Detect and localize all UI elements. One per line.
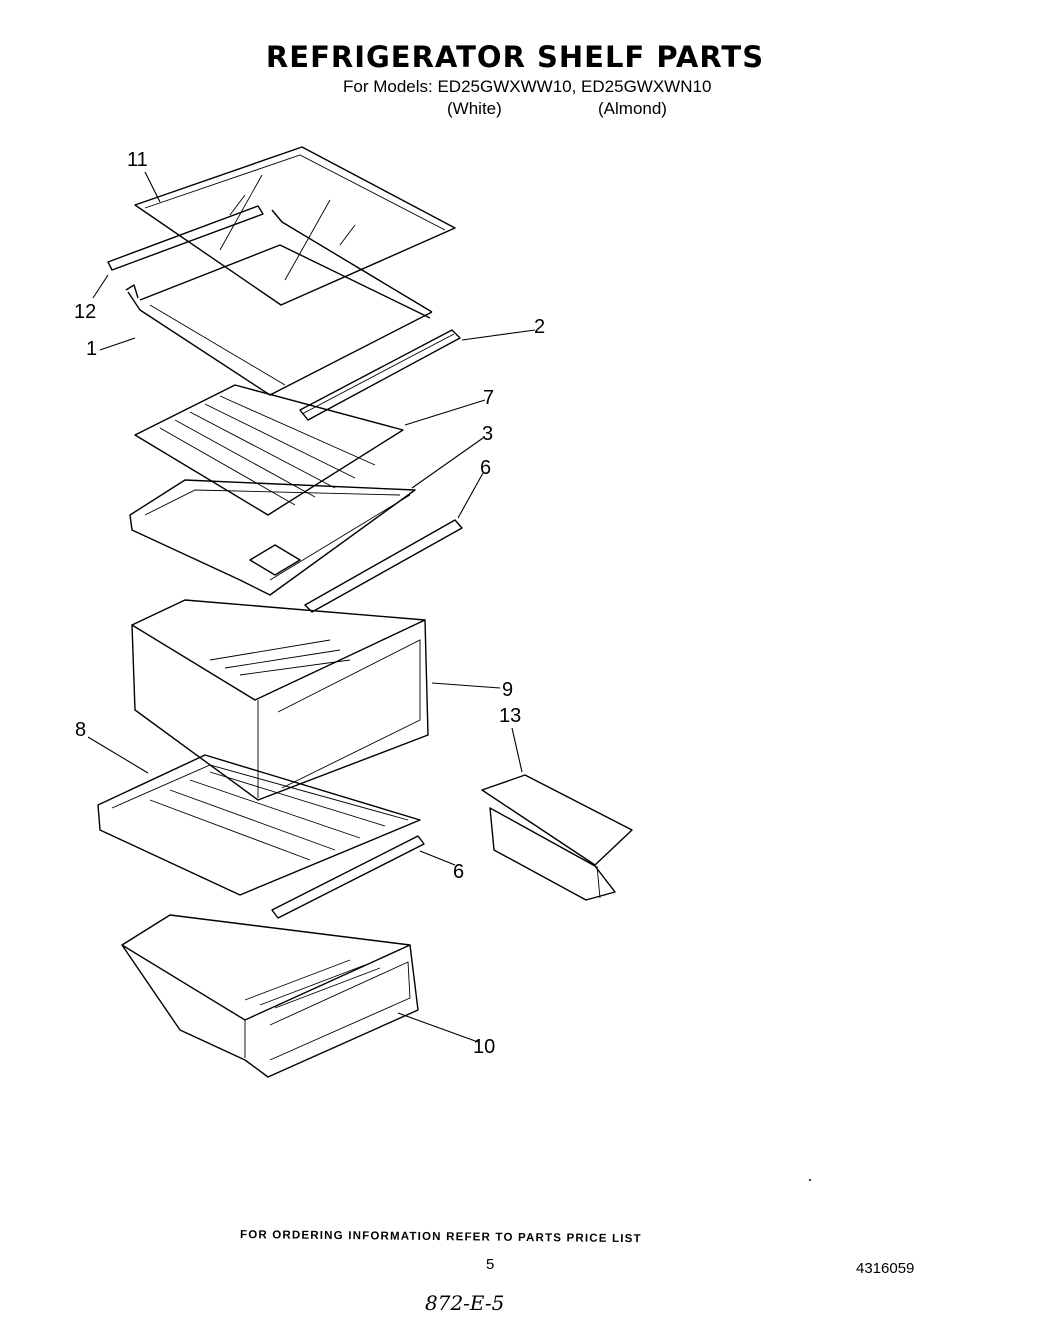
- part-13-small-bin: [481, 774, 633, 901]
- part-3-cover-frame: [129, 479, 416, 596]
- part-10-lower-drawer: [121, 914, 419, 1078]
- callout-8: 8: [75, 719, 86, 741]
- callout-12: 12: [74, 301, 96, 323]
- model-variant-white: (White): [447, 99, 502, 118]
- part-9-crisper-drawer: [131, 599, 429, 801]
- model-numbers: For Models: ED25GWXWW10, ED25GWXWN10: [343, 77, 712, 96]
- callout-3: 3: [482, 423, 493, 445]
- model-variant-almond: (Almond): [598, 99, 667, 118]
- callout-1: 1: [86, 338, 97, 360]
- callout-2: 2: [534, 316, 545, 338]
- callout-11: 11: [127, 149, 148, 171]
- leader-lines: [87, 171, 536, 1043]
- part-6-upper-rail: [304, 519, 463, 613]
- callout-6-upper: 6: [480, 457, 491, 479]
- part-8-lower-shelf: [97, 754, 421, 896]
- callout-6-lower: 6: [453, 861, 464, 883]
- page-title: REFRIGERATOR SHELF PARTS: [265, 40, 765, 74]
- part-11-glass-shelf: [134, 146, 456, 306]
- page-number: 5: [486, 1256, 495, 1273]
- part-12-front-trim: [107, 205, 264, 271]
- callout-13: 13: [499, 705, 521, 727]
- document-number: 4316059: [856, 1260, 915, 1277]
- callout-10: 10: [473, 1036, 495, 1058]
- scan-speck: [809, 1179, 811, 1181]
- handwritten-note: 872-E-5: [425, 1291, 505, 1315]
- callout-7: 7: [483, 387, 494, 409]
- part-1-shelf-frame: [125, 209, 433, 396]
- callout-9: 9: [502, 679, 513, 701]
- part-7-cover-insert: [134, 384, 404, 516]
- part-6-lower-rail: [271, 835, 425, 919]
- part-2-trim-strip: [299, 329, 461, 421]
- callout-numbers: 11 12 1 2 7 3 6 9 13 8 6 10: [74, 149, 545, 1058]
